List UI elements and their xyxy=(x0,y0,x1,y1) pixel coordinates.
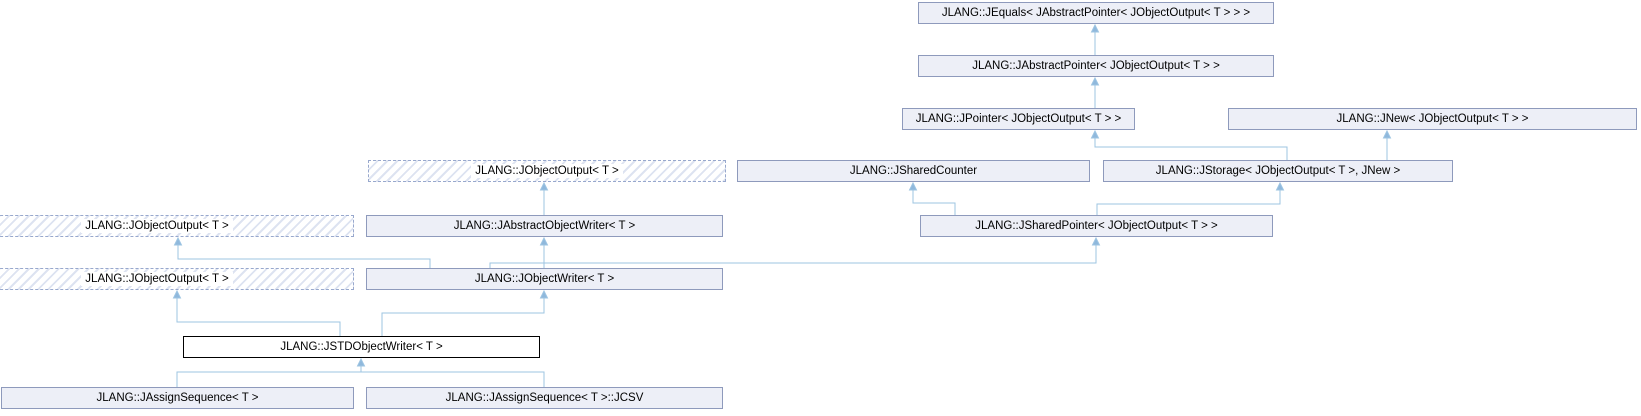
class-node-label: JLANG::JNew< JObjectOutput< T > > xyxy=(1336,113,1529,125)
inheritance-edge xyxy=(1094,137,1288,160)
class-node-jobjectoutput-low[interactable]: JLANG::JObjectOutput< T > xyxy=(0,268,354,290)
class-node-jobjectwriter[interactable]: JLANG::JObjectWriter< T > xyxy=(366,268,723,290)
class-node-label: JLANG::JObjectWriter< T > xyxy=(474,273,615,285)
class-node-jsharedpointer[interactable]: JLANG::JSharedPointer< JObjectOutput< T … xyxy=(920,215,1273,237)
class-node-label: JLANG::JSTDObjectWriter< T > xyxy=(280,341,443,353)
class-node-jobjectoutput-top[interactable]: JLANG::JObjectOutput< T > xyxy=(368,160,726,182)
inheritance-arrowhead-icon xyxy=(172,289,182,299)
class-node-label: JLANG::JSharedPointer< JObjectOutput< T … xyxy=(975,220,1218,232)
class-node-jpointer[interactable]: JLANG::JPointer< JObjectOutput< T > > xyxy=(902,108,1135,130)
class-node-label: JLANG::JAbstractObjectWriter< T > xyxy=(453,220,636,232)
class-node-jstdobjectwriter[interactable]: JLANG::JSTDObjectWriter< T > xyxy=(183,336,540,358)
class-node-label: JLANG::JAssignSequence< T >::JCSV xyxy=(445,392,644,404)
class-node-label: JLANG::JObjectOutput< T > xyxy=(81,219,233,233)
inheritance-arrowhead-icon xyxy=(908,181,918,191)
class-node-jassignsequence-jcsv[interactable]: JLANG::JAssignSequence< T >::JCSV xyxy=(366,387,723,409)
inheritance-arrowhead-icon xyxy=(1090,129,1100,139)
class-node-label: JLANG::JObjectOutput< T > xyxy=(81,272,233,286)
class-node-jabstractobjectwriter[interactable]: JLANG::JAbstractObjectWriter< T > xyxy=(366,215,723,237)
class-node-label: JLANG::JPointer< JObjectOutput< T > > xyxy=(915,113,1122,125)
inheritance-edge xyxy=(912,189,956,215)
inheritance-arrowhead-icon xyxy=(356,357,366,367)
class-node-jabstractpointer[interactable]: JLANG::JAbstractPointer< JObjectOutput< … xyxy=(918,55,1274,77)
class-node-jsharedcounter[interactable]: JLANG::JSharedCounter xyxy=(737,160,1090,182)
inheritance-arrowhead-icon xyxy=(539,181,549,191)
inheritance-arrowhead-icon xyxy=(173,236,183,246)
inheritance-edge xyxy=(177,244,431,268)
class-node-jequals[interactable]: JLANG::JEquals< JAbstractPointer< JObjec… xyxy=(918,2,1274,24)
inheritance-arrowhead-icon xyxy=(539,236,549,246)
class-node-label: JLANG::JEquals< JAbstractPointer< JObjec… xyxy=(941,7,1251,19)
class-node-label: JLANG::JStorage< JObjectOutput< T >, JNe… xyxy=(1155,165,1401,177)
inheritance-edge xyxy=(489,244,1097,268)
class-node-jnew[interactable]: JLANG::JNew< JObjectOutput< T > > xyxy=(1228,108,1637,130)
inheritance-edge xyxy=(1096,189,1281,215)
class-node-jobjectoutput-mid[interactable]: JLANG::JObjectOutput< T > xyxy=(0,215,354,237)
class-node-label: JLANG::JAssignSequence< T > xyxy=(96,392,259,404)
class-node-label: JLANG::JSharedCounter xyxy=(849,165,978,177)
inheritance-edge xyxy=(176,371,545,387)
inheritance-arrowhead-icon xyxy=(1275,181,1285,191)
class-node-label: JLANG::JAbstractPointer< JObjectOutput< … xyxy=(972,60,1220,72)
class-node-jassignsequence[interactable]: JLANG::JAssignSequence< T > xyxy=(1,387,354,409)
inheritance-arrowhead-icon xyxy=(1090,23,1100,33)
inheritance-arrowhead-icon xyxy=(1090,76,1100,86)
inheritance-arrowhead-icon xyxy=(539,289,549,299)
inheritance-arrowhead-icon xyxy=(1091,236,1101,246)
inheritance-edge xyxy=(176,297,341,336)
inheritance-edge xyxy=(381,297,545,336)
inheritance-arrowhead-icon xyxy=(1382,129,1392,139)
class-node-jstorage[interactable]: JLANG::JStorage< JObjectOutput< T >, JNe… xyxy=(1103,160,1453,182)
class-node-label: JLANG::JObjectOutput< T > xyxy=(471,164,623,178)
